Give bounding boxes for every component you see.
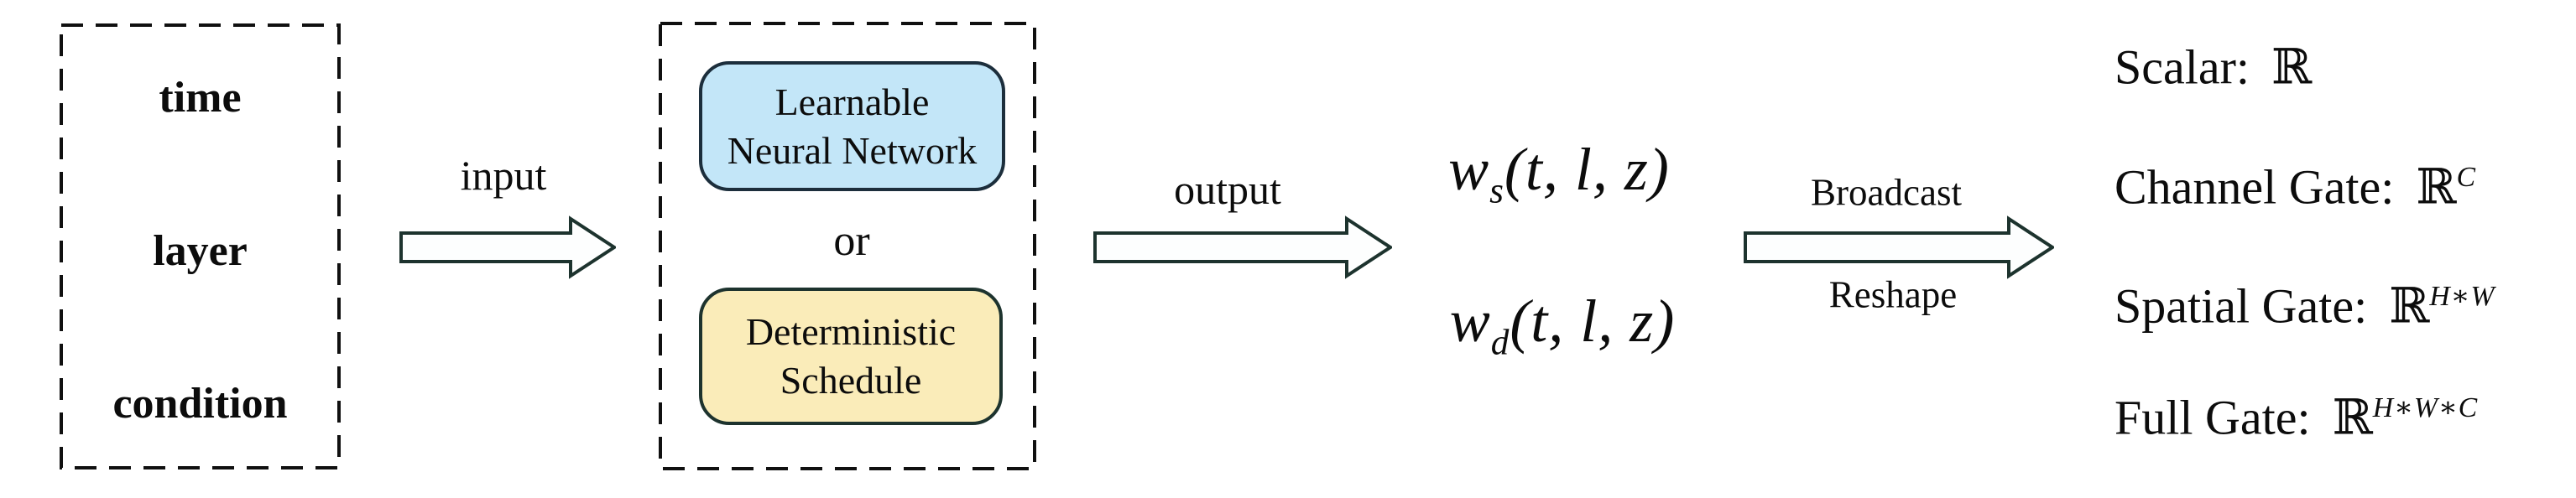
formula-ws-var: w — [1448, 136, 1490, 203]
gate-row-full: Full Gate:ℝH∗W∗C — [2115, 393, 2478, 443]
formula-ws-args: (t, l, z) — [1504, 136, 1670, 203]
deterministic-box-line2: Schedule — [780, 359, 922, 402]
gate-channel-label: Channel Gate: — [2115, 159, 2395, 215]
output-arrow-icon — [1093, 215, 1392, 279]
gate-spatial-sup: H∗W — [2429, 281, 2495, 313]
input-label-condition: condition — [112, 380, 288, 428]
input-arrow-label: input — [460, 152, 547, 199]
learnable-box-line2: Neural Network — [727, 128, 978, 172]
reshape-label: Reshape — [1828, 273, 1958, 316]
deterministic-box-line1: Deterministic — [745, 310, 957, 354]
input-label-layer: layer — [153, 227, 248, 275]
formula-wd: wd(t, l, z) — [1450, 291, 1676, 361]
gate-full-set: ℝ — [2332, 388, 2373, 446]
gate-full-label: Full Gate: — [2115, 390, 2311, 445]
gate-row-spatial: Spatial Gate:ℝH∗W — [2115, 282, 2495, 331]
gate-full-sup: H∗W∗C — [2372, 392, 2479, 424]
formula-ws: ws(t, l, z) — [1448, 136, 1670, 209]
inputs-box-labels: time layer condition — [61, 29, 339, 467]
gate-spatial-set: ℝ — [2389, 277, 2430, 335]
gate-spatial-label: Spatial Gate: — [2115, 278, 2368, 334]
formula-wd-var: w — [1449, 288, 1491, 355]
gate-channel-sup: C — [2456, 162, 2477, 194]
learnable-neural-network-box: Learnable Neural Network — [699, 61, 1005, 191]
gate-channel-set: ℝ — [2416, 158, 2457, 215]
deterministic-schedule-box: Deterministic Schedule — [699, 288, 1003, 425]
inputs-dashed-box — [60, 23, 341, 469]
formula-ws-subscript: s — [1489, 171, 1504, 211]
broadcast-reshape-arrow-icon — [1744, 215, 2054, 279]
gate-row-scalar: Scalar:ℝ — [2115, 43, 2312, 92]
or-label: or — [833, 217, 870, 265]
formula-wd-args: (t, l, z) — [1510, 288, 1676, 355]
gate-row-channel: Channel Gate:ℝC — [2115, 163, 2476, 212]
formula-wd-subscript: d — [1490, 323, 1510, 363]
broadcast-label: Broadcast — [1811, 171, 1962, 214]
input-arrow-icon — [399, 215, 616, 279]
selector-dashed-box — [659, 22, 1036, 470]
learnable-box-line1: Learnable — [774, 80, 930, 123]
input-label-time: time — [159, 74, 242, 122]
output-arrow-label: output — [1174, 166, 1281, 213]
gate-scalar-set: ℝ — [2271, 38, 2313, 96]
gate-scalar-label: Scalar: — [2115, 39, 2250, 95]
